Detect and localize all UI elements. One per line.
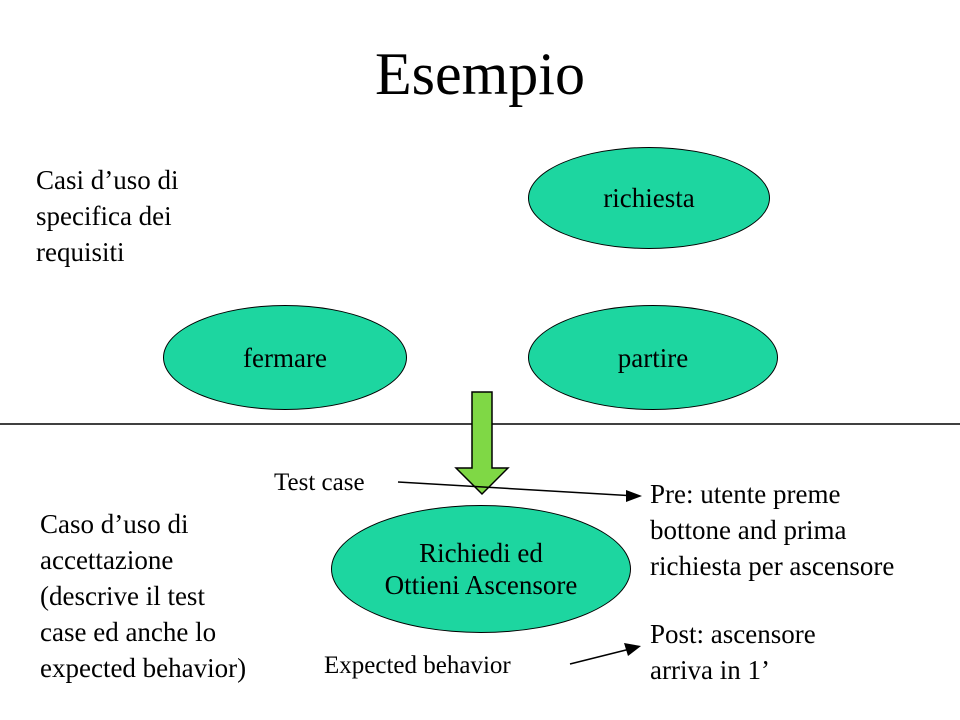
slide-title: Esempio xyxy=(375,41,585,107)
requirements-label-line: requisiti xyxy=(36,237,125,267)
acceptance-label-line: accettazione xyxy=(40,545,174,575)
expected-behavior-arrowhead xyxy=(624,643,641,656)
use-case-partire: partire xyxy=(528,305,778,410)
test-case-arrowhead xyxy=(626,490,642,502)
use-case-label-line: Ottieni Ascensore xyxy=(384,570,578,600)
down-arrow xyxy=(454,391,510,496)
post-condition-line: Post: ascensore xyxy=(650,619,816,649)
use-case-label: Richiedi ed Ottieni Ascensore xyxy=(385,537,578,601)
use-case-label: richiesta xyxy=(603,183,695,213)
acceptance-label-line: Caso d’uso di xyxy=(40,509,189,539)
use-case-fermare: fermare xyxy=(163,305,407,410)
acceptance-label-line: expected behavior) xyxy=(40,653,247,683)
acceptance-label-line: (descrive il test xyxy=(40,581,205,611)
pre-condition-line: richiesta per ascensore xyxy=(650,551,895,581)
test-case-label: Test case xyxy=(274,469,365,496)
acceptance-label: Caso d’uso di accettazione (descrive il … xyxy=(40,506,246,686)
use-case-acceptance: Richiedi ed Ottieni Ascensore xyxy=(331,505,631,633)
requirements-label-line: specifica dei xyxy=(36,201,172,231)
pre-condition-line: Pre: utente preme xyxy=(650,479,841,509)
use-case-label-line: Richiedi ed xyxy=(419,538,543,568)
expected-behavior-label: Expected behavior xyxy=(324,652,511,679)
test-case-arrow xyxy=(397,481,637,497)
requirements-label-line: Casi d’uso di xyxy=(36,165,179,195)
acceptance-label-line: case ed anche lo xyxy=(40,617,217,647)
post-condition-line: arriva in 1’ xyxy=(650,655,770,685)
use-case-label: partire xyxy=(617,342,689,373)
use-case-richiesta: richiesta xyxy=(528,147,770,249)
requirements-label: Casi d’uso di specifica dei requisiti xyxy=(36,162,179,270)
expected-behavior-arrow xyxy=(569,647,635,665)
post-condition: Post: ascensore arriva in 1’ xyxy=(650,616,816,688)
pre-condition: Pre: utente preme bottone and prima rich… xyxy=(650,476,894,584)
pre-condition-line: bottone and prima xyxy=(650,515,847,545)
use-case-label: fermare xyxy=(243,342,327,373)
